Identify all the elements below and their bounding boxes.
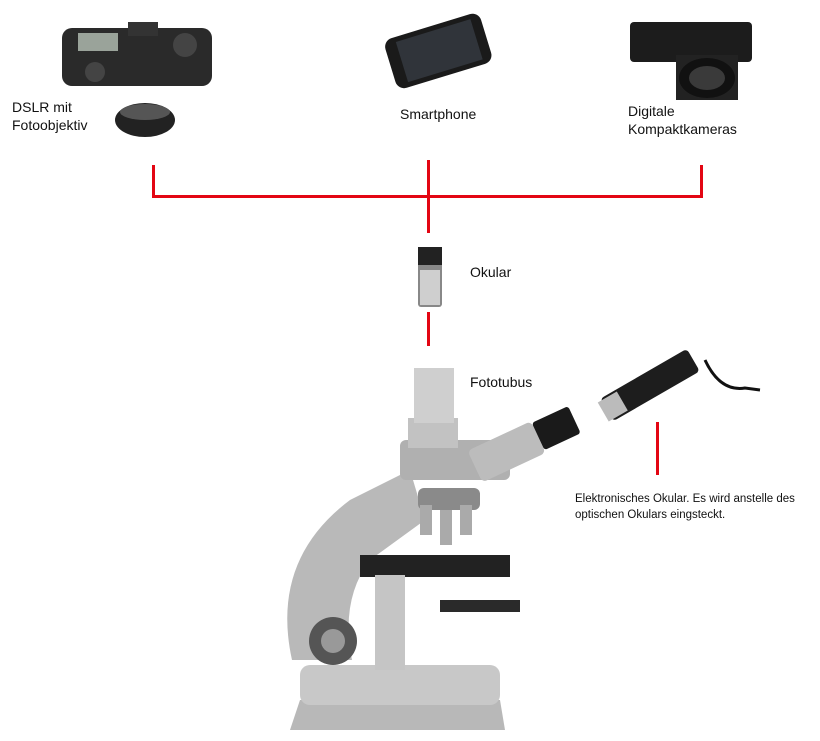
compact-label-line2: Kompaktkameras <box>628 121 737 137</box>
compact-label-line1: Digitale <box>628 103 675 119</box>
smartphone-label: Smartphone <box>400 106 477 122</box>
electronic-label-line1: Elektronisches Okular. Es wird anstelle … <box>575 493 795 505</box>
connector-dslr <box>152 165 155 197</box>
dslr-label-line2: Fotoobjektiv <box>12 117 88 133</box>
microscope-image <box>287 368 580 730</box>
dslr-label-line1: DSLR mit <box>12 99 72 115</box>
connector-compact <box>700 165 703 197</box>
electronic-eyepiece-image <box>597 350 761 422</box>
compact-label: Digitale Kompaktkameras <box>628 102 737 138</box>
compact-camera-image <box>630 22 752 100</box>
electronic-label-line2: optischen Okulars eingsteckt. <box>575 509 726 521</box>
dslr-label: DSLR mit Fotoobjektiv <box>12 98 87 134</box>
phototube-label: Fototubus <box>470 374 533 390</box>
smartphone-image <box>385 13 492 89</box>
eyepiece-label: Okular <box>470 264 512 280</box>
connector-electronic-eyepiece <box>656 422 659 475</box>
electronic-eyepiece-label: Elektronisches Okular. Es wird anstelle … <box>575 491 795 523</box>
dslr-camera-image <box>62 22 212 137</box>
eyepiece-image <box>418 247 442 307</box>
connector-eyepiece-tube <box>427 312 430 346</box>
connector-smartphone <box>427 160 430 233</box>
